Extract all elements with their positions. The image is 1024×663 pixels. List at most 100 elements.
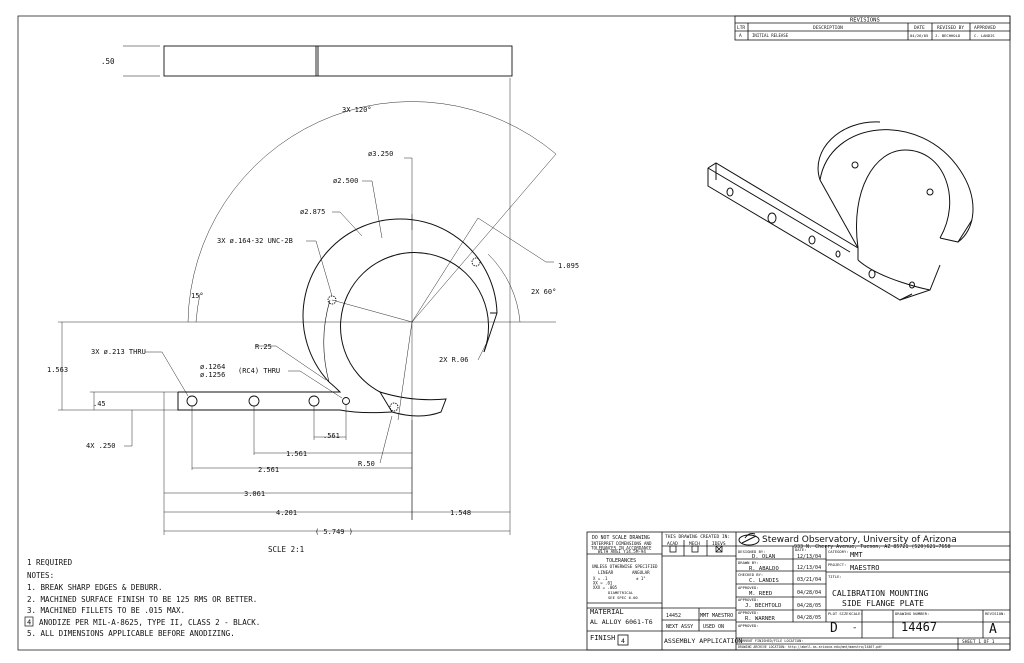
tapped-hole-3 [389, 402, 399, 412]
tb-designed-by-label: DESIGNED BY: [738, 549, 765, 554]
rev-header-ltr: LTR [737, 25, 745, 31]
tb-category-label: CATEGORY: [828, 549, 849, 554]
tb-revision: A [989, 622, 997, 637]
dim-1548: 1.548 [450, 509, 471, 517]
tb-drawn-by-label: DRAWN BY: [738, 560, 759, 565]
tb-finish-ref: 4 [621, 637, 625, 645]
revisions-title: REVISIONS [850, 18, 880, 24]
dim-r25: R.25 [255, 343, 272, 351]
dim-dowel-2: ø.1256 [200, 371, 225, 379]
tb-approved2: J. BECHTOLD [745, 603, 781, 609]
tb-project: MAESTRO [850, 564, 880, 572]
tb-drawing-number: 14467 [901, 620, 937, 634]
tb-cad-mech: MECH [689, 541, 700, 547]
tb-date-4: 04/28/04 [797, 590, 821, 596]
rev-row-revised-by: J. BECHHOLD [935, 33, 961, 38]
note-2: 2. MACHINED SURFACE FINISH TO BE 125 RMS… [27, 595, 257, 604]
dim-dowel-1: ø.1264 [200, 363, 225, 371]
tb-angular: ANGULAR [632, 570, 650, 575]
tb-interpret-1: INTERPRET DIMENSIONS AND [591, 541, 652, 546]
tb-date-1: 12/13/04 [797, 554, 821, 560]
notes-required: 1 REQUIRED [27, 558, 73, 567]
dim-dowel-note: (RC4) THRU [238, 367, 280, 375]
dim-r06: 2X R.06 [439, 356, 469, 364]
view-scale-label: SCLE 2:1 [268, 545, 304, 554]
tb-approved3: R. WARNER [745, 616, 775, 622]
rev-row-date: 04/26/05 [910, 33, 928, 38]
rev-header-revised-by: REVISED BY [937, 25, 964, 31]
note-1: 1. BREAK SHARP EDGES & DEBURR. [27, 583, 162, 592]
rev-row-ltr: A [739, 33, 742, 39]
dim-1095: 1.095 [558, 262, 579, 270]
dim-1561: 1.561 [286, 450, 307, 458]
revisions-block [734, 15, 1011, 41]
note-3: 3. MACHINED FILLETS TO BE .015 MAX. [27, 606, 185, 615]
tb-checked-by: C. LANDIS [749, 578, 779, 584]
isometric-view [707, 121, 974, 301]
dim-5749: ( 5.749 ) [315, 528, 353, 536]
observatory-logo [738, 533, 760, 546]
tb-next-assy: NEXT ASSY [666, 624, 693, 630]
note-4-flag [24, 616, 34, 627]
note-5: 5. ALL DIMENSIONS APPLICABLE BEFORE ANOD… [27, 629, 235, 638]
rev-header-approved: APPROVED [974, 25, 996, 31]
dim-4x250: 4X .250 [86, 442, 116, 450]
tb-approved1-label: APPROVED: [738, 585, 759, 590]
tb-plot-size: D [830, 621, 838, 636]
tb-archive-location: DRAWING ARCHIVE LOCATION: http://abell.a… [738, 645, 882, 649]
rev-header-description: DESCRIPTION [813, 25, 843, 31]
tb-current-location: CURRENT FINISHED/FILE LOCATION: [738, 639, 803, 643]
tb-tol-xx: XX = .01 [593, 581, 613, 586]
tb-approved4-label: APPROVED: [738, 623, 759, 628]
construction-lines [58, 78, 557, 535]
tb-tol-xxx: XXX = .005 [593, 585, 618, 590]
dim-45: .45 [93, 400, 106, 408]
tb-category: MMT [850, 551, 863, 559]
top-edge-view [123, 45, 513, 77]
tb-tol-x: X = .1 [593, 576, 608, 581]
tb-date-2: 12/13/04 [797, 565, 821, 571]
tb-date-3: 03/21/04 [797, 577, 821, 583]
tb-approved3-label: APPROVED: [738, 610, 759, 615]
tb-date-label: DATE: [795, 547, 806, 552]
tb-diametrical: DIAMETRICAL [608, 590, 634, 595]
tb-cad-acad: ACAD [667, 541, 678, 547]
tb-linear: LINEAR [598, 570, 614, 575]
tb-title-2: SIDE FLANGE PLATE [842, 599, 924, 608]
tb-part-no: 14452 [666, 613, 681, 619]
tb-plot-size-label: PLOT SIZE: [828, 611, 851, 616]
tb-approved2-label: APPROVED: [738, 597, 759, 602]
dim-tapped-holes: 3X ø.164-32 UNC-2B [217, 237, 293, 245]
tb-interpret-3: WITH ANSI Y14.5M-94 [598, 549, 646, 554]
tb-cad-idevs: IDEVS [712, 541, 726, 547]
tb-project-label: PROJECT: [828, 562, 846, 567]
tb-tolerances: TOLERANCES [606, 558, 636, 564]
tb-assembly-app: ASSEMBLY APPLICATION [664, 637, 742, 645]
tb-checked-by-label: CHECKED BY: [738, 572, 763, 577]
notes-heading: NOTES: [27, 571, 54, 580]
dim-dia-2875: ø2.875 [300, 208, 325, 216]
front-view [177, 218, 498, 417]
tb-used-on: USED ON [703, 624, 724, 630]
title-block-grid [586, 531, 1011, 651]
tb-tol-angular: ± 1° [636, 576, 646, 581]
tb-scale-label: SCALE: [849, 611, 863, 616]
dim-angle-15: 15° [191, 292, 204, 300]
tb-interpret-2: TOLERANCES IN ACCORDANCE [591, 546, 652, 551]
tb-created-in: THIS DRAWING CREATED IN: [665, 534, 730, 540]
tb-unless: UNLESS OTHERWISE SPECIFIED [592, 564, 658, 569]
dim-561: .561 [323, 432, 340, 440]
tapped-hole-2 [471, 257, 481, 267]
tb-scale: - [852, 623, 857, 633]
note-4-number: 4 [27, 619, 31, 627]
tb-drawing-number-label: DRAWING NUMBER: [895, 611, 929, 616]
tb-title-1: CALIBRATION MOUNTING [832, 589, 929, 598]
tb-do-not-scale: DO NOT SCALE DRAWING [592, 535, 650, 541]
tb-material-label: MATERIAL [590, 608, 624, 616]
tb-revision-label: REVISION: [985, 611, 1006, 616]
tb-approved1: M. REED [749, 591, 772, 597]
tb-designed-by: D. OLAN [752, 554, 775, 560]
dim-thickness: .50 [101, 57, 115, 66]
dim-2561: 2.561 [258, 466, 279, 474]
